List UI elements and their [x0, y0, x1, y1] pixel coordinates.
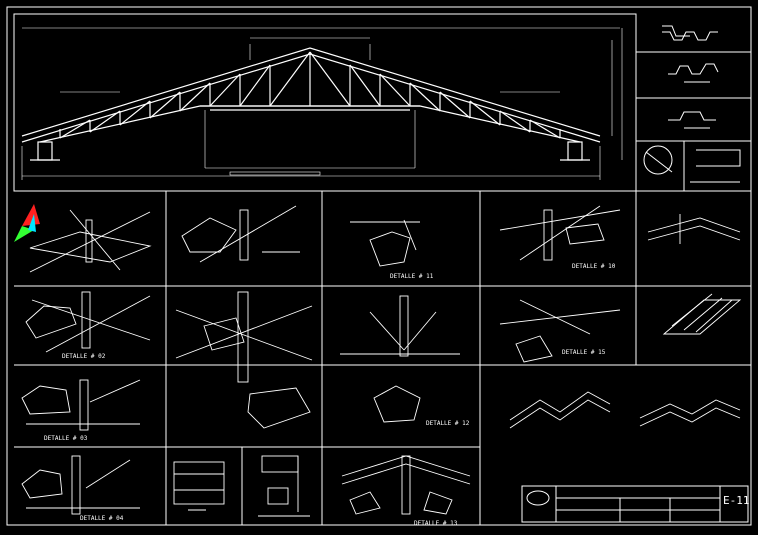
truss-elevation [21, 47, 601, 161]
main-elevation-frame [13, 13, 637, 192]
detail-title-02: DETALLE # 02 [62, 353, 106, 360]
north-arrow-icon [14, 204, 40, 242]
detail-title-12: DETALLE # 12 [426, 420, 470, 427]
detail-sketches [21, 205, 742, 517]
detail-title-10: DETALLE # 10 [572, 263, 616, 270]
detail-title-04: DETALLE # 04 [80, 515, 124, 522]
title-block [521, 485, 749, 523]
detail-title-11: DETALLE # 11 [390, 273, 434, 280]
sheet-number: E-11 [723, 494, 750, 507]
deck-profiles [643, 25, 741, 183]
detail-title-15: DETALLE # 15 [562, 349, 606, 356]
detail-title-03: DETALLE # 03 [44, 435, 88, 442]
detail-title-13: DETALLE # 13 [414, 520, 458, 527]
dimension-lines [21, 27, 623, 180]
